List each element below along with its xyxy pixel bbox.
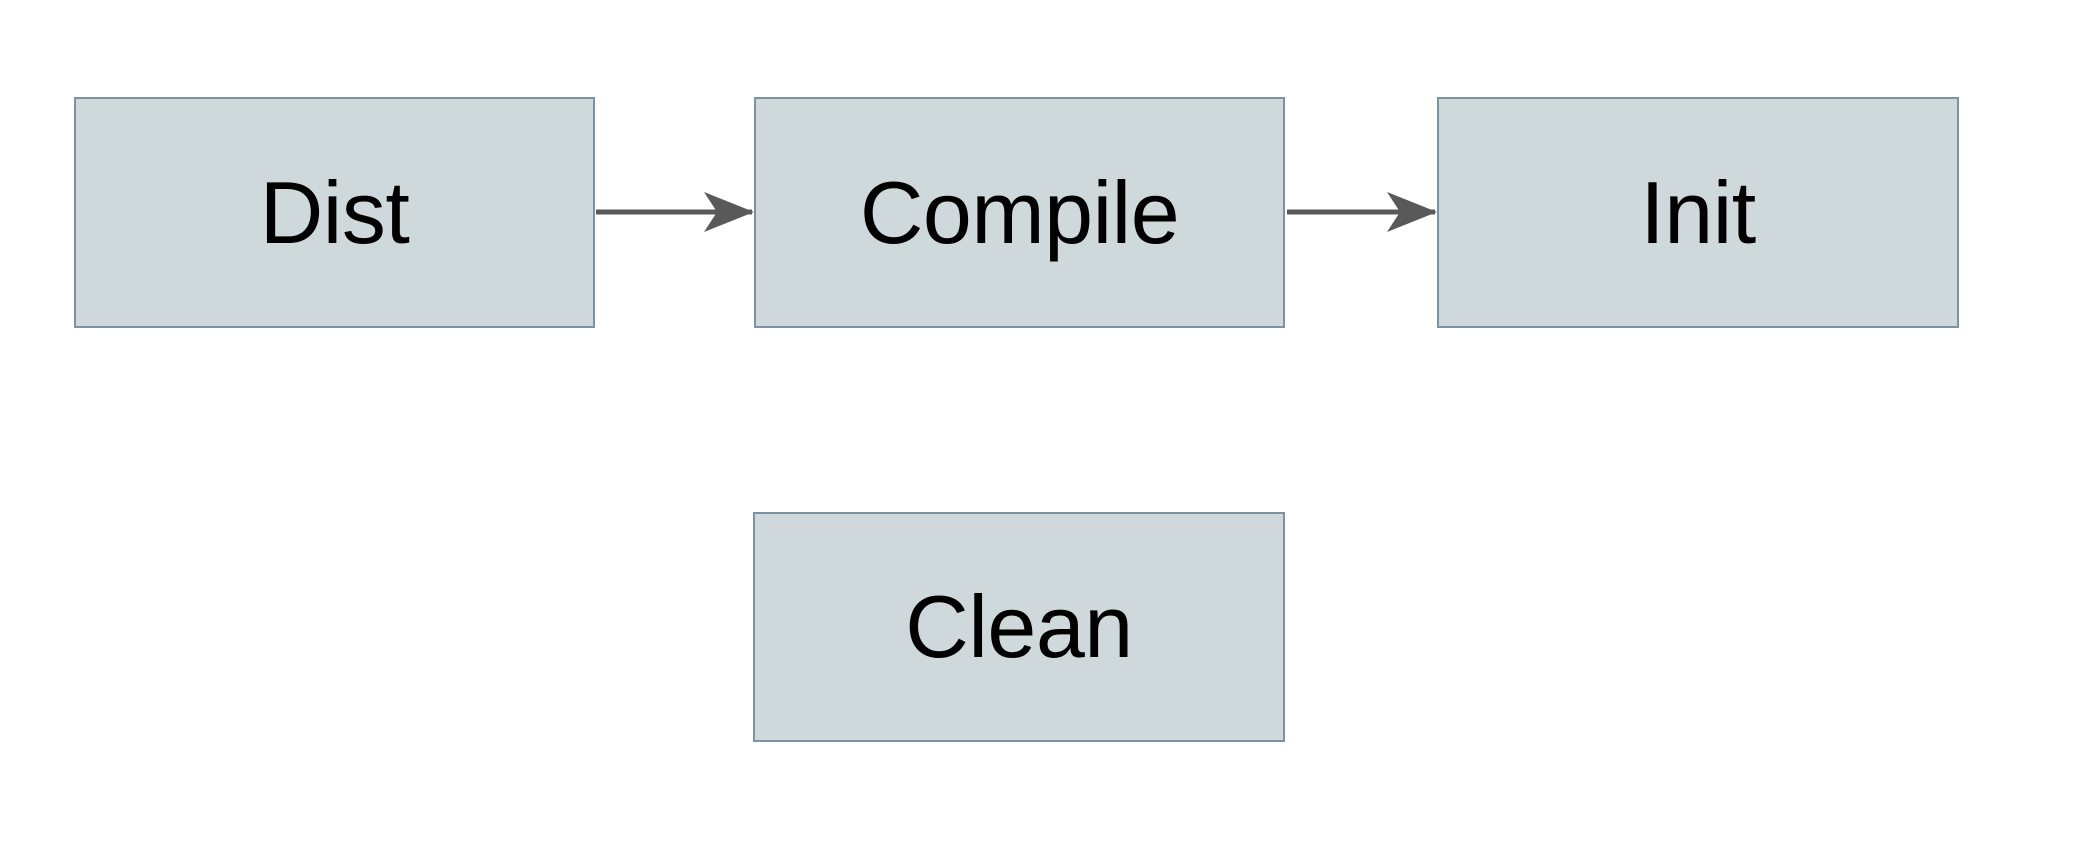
node-label-init: Init xyxy=(1640,162,1756,262)
node-compile[interactable]: Compile xyxy=(754,97,1285,328)
node-label-clean: Clean xyxy=(905,577,1133,676)
node-dist[interactable]: Dist xyxy=(74,97,595,328)
node-label-dist: Dist xyxy=(259,162,410,262)
node-clean[interactable]: Clean xyxy=(753,512,1285,742)
node-init[interactable]: Init xyxy=(1437,97,1959,328)
node-label-compile: Compile xyxy=(859,162,1180,262)
